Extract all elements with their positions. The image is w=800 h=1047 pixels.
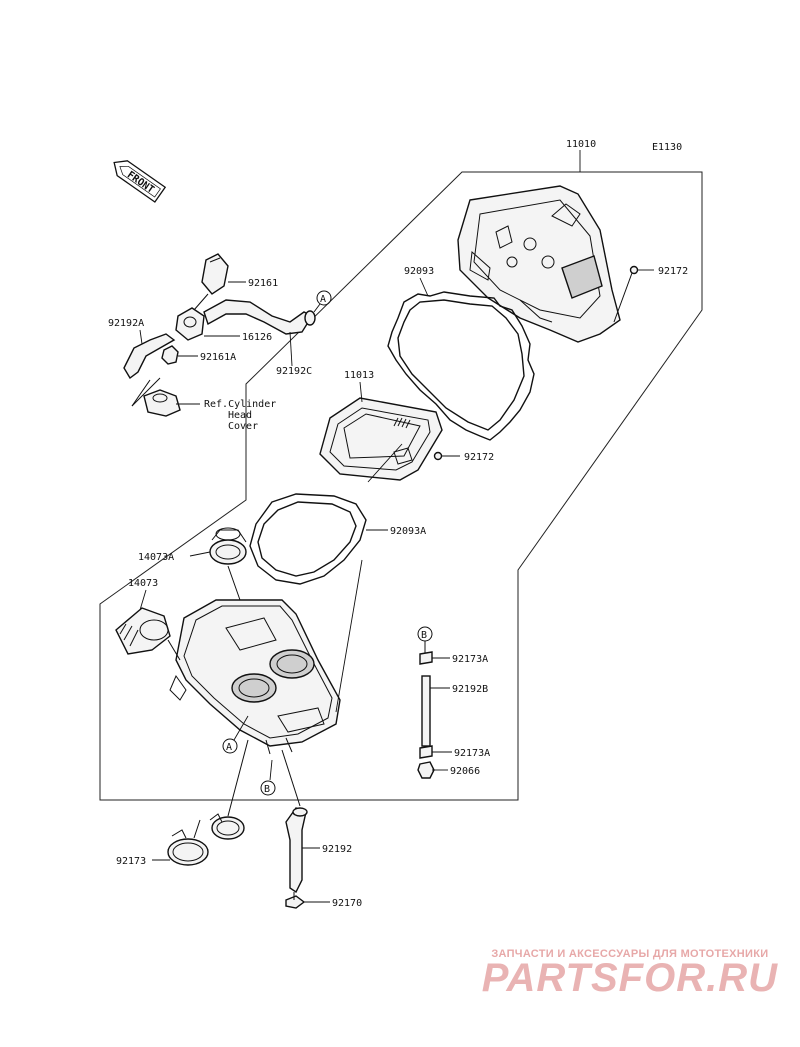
leader-92192C xyxy=(289,331,293,367)
leader-callout-b-lower xyxy=(269,759,273,781)
part-label-92172-upper: 92172 xyxy=(658,266,688,277)
lower-housing xyxy=(169,599,341,755)
part-label-11013: 11013 xyxy=(344,370,374,381)
part-label-92173: 92173 xyxy=(116,856,146,867)
callout-b-lower-text: B xyxy=(264,784,270,795)
clip-92170 xyxy=(285,892,306,909)
filter-element-11013 xyxy=(319,397,443,481)
leader-92093 xyxy=(419,277,429,297)
front-direction-arrow: FRONT xyxy=(113,160,167,203)
hose-92192C xyxy=(203,299,314,335)
cap-92161 xyxy=(201,253,229,295)
part-label-14073A: 14073A xyxy=(138,552,174,563)
leader-11013 xyxy=(359,381,363,403)
upper-housing-11010 xyxy=(457,185,621,343)
leader-14073 xyxy=(139,589,147,611)
connector-14073 xyxy=(167,639,181,661)
part-label-92161A: 92161A xyxy=(200,352,236,363)
gasket-92093-inner xyxy=(397,299,525,431)
callout-a-lower-text: A xyxy=(226,742,232,753)
part-label-92093A: 92093A xyxy=(390,526,426,537)
callout-a-lower xyxy=(222,738,238,754)
clamps-92173 xyxy=(167,813,245,866)
callout-a-upper-text: A xyxy=(320,294,326,305)
part-label-14073: 14073 xyxy=(128,578,158,589)
clamp-92173A-lower xyxy=(419,745,433,759)
part-label-92192A: 92192A xyxy=(108,318,144,329)
callout-b-lower xyxy=(260,780,276,796)
ref-note-line-1: Ref.Cylinder xyxy=(204,399,276,410)
hose-92192 xyxy=(285,807,307,894)
cylinder-head-cover-fitting xyxy=(131,377,200,417)
part-label-92173A-lower: 92173A xyxy=(454,748,490,759)
duct-14073A xyxy=(209,527,247,565)
ref-note-line-2: Head xyxy=(228,410,252,421)
clip-92161A xyxy=(161,345,179,365)
tube-92192B xyxy=(421,675,431,747)
connector-92192 xyxy=(281,749,301,807)
gasket-92093A xyxy=(249,493,367,585)
leader-92192A xyxy=(139,329,143,345)
hose-92192C-end xyxy=(304,310,316,326)
part-label-11010: 11010 xyxy=(566,139,596,150)
diagram-code: E1130 xyxy=(652,142,682,153)
part-label-92161: 92161 xyxy=(248,278,278,289)
leader-14073A xyxy=(189,551,211,557)
connector-92173 xyxy=(227,739,249,817)
site-watermark: ЗАПЧАСТИ И АКСЕССУАРЫ ДЛЯ МОТОТЕХНИКИ PA… xyxy=(482,948,778,1001)
callout-b-right-text: B xyxy=(421,630,427,641)
part-label-92093: 92093 xyxy=(404,266,434,277)
part-label-92192C: 92192C xyxy=(276,366,312,377)
bolt-92172-middle xyxy=(433,451,460,461)
leader-callout-a-lower xyxy=(233,715,249,741)
part-label-92172-middle: 92172 xyxy=(464,452,494,463)
connector-14073A xyxy=(227,565,241,601)
plug-92066 xyxy=(417,761,435,779)
part-label-92192: 92192 xyxy=(322,844,352,855)
connector-92173b xyxy=(193,819,201,839)
part-label-92066: 92066 xyxy=(450,766,480,777)
clamp-92173A-upper xyxy=(419,651,433,665)
assembly-frame xyxy=(99,171,703,801)
gasket-92093A-inner xyxy=(257,501,357,577)
part-label-16126: 16126 xyxy=(242,332,272,343)
leader-callout-a-upper xyxy=(313,303,321,313)
part-label-92192B: 92192B xyxy=(452,684,488,695)
part-label-92170: 92170 xyxy=(332,898,362,909)
gasket-92093 xyxy=(387,291,535,441)
ref-note-line-3: Cover xyxy=(228,421,258,432)
callout-a-upper xyxy=(316,290,332,306)
valve-16126 xyxy=(175,307,205,341)
duct-14073 xyxy=(115,607,171,655)
watermark-logo: PARTSFOR.RU xyxy=(481,956,778,1000)
filter-mesh xyxy=(393,417,411,429)
connector-filter-housing xyxy=(367,443,403,483)
watermark-tagline: ЗАПЧАСТИ И АКСЕССУАРЫ ДЛЯ МОТОТЕХНИКИ xyxy=(491,948,769,960)
bolt-92172-upper xyxy=(613,265,654,323)
part-label-92173A-upper: 92173A xyxy=(452,654,488,665)
connector-housing-gasket xyxy=(335,559,363,713)
